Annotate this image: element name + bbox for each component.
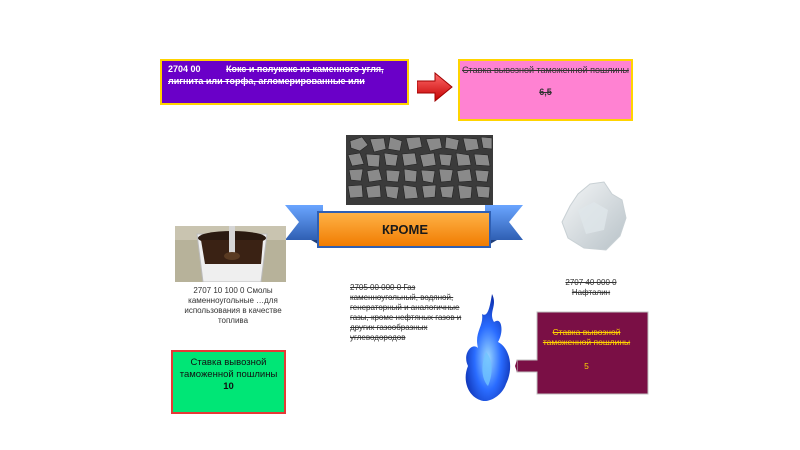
coal-tar-bucket-image bbox=[175, 226, 286, 282]
rate-value: 10 bbox=[223, 381, 234, 392]
rate-value: 6,5 bbox=[539, 87, 552, 97]
coal-gas-description: 2705 00 000 0 Газ каменноугольный, водян… bbox=[350, 283, 462, 342]
right-arrow-icon bbox=[417, 72, 453, 102]
naphthalene-crystal-image bbox=[561, 181, 627, 251]
except-banner-label: КРОМЕ bbox=[381, 222, 429, 237]
rate-value: 5 bbox=[584, 361, 589, 371]
naphthalene-label: 2707 40 000 0 Нафталин bbox=[553, 278, 629, 298]
naphthalene-name: Нафталин bbox=[571, 288, 611, 297]
naphthalene-rate-callout bbox=[515, 311, 649, 395]
coke-code: 2704 00 bbox=[168, 64, 201, 74]
rate-label: Ставка вывозной таможенной пошлины bbox=[179, 357, 278, 380]
coal-tar-caption: 2707 10 100 0 Смолы каменноугольные …для… bbox=[184, 286, 282, 325]
blue-flame-image bbox=[465, 294, 511, 402]
export-duty-rate-box-naphthalene: Ставка вывозной таможенной пошлины 5 bbox=[535, 327, 638, 371]
export-duty-rate-box-top: Ставка вывозной таможенной пошлины 6,5 bbox=[458, 59, 633, 121]
rate-label: Ставка вывозной таможенной пошлины bbox=[462, 65, 629, 75]
naphthalene-code: 2707 40 000 0 bbox=[565, 278, 617, 287]
coke-text: Кокс и полукокс из каменного угля, лигни… bbox=[168, 64, 384, 86]
export-duty-rate-box-tar: Ставка вывозной таможенной пошлины 10 bbox=[171, 350, 286, 414]
rate-label: Ставка вывозной таможенной пошлины bbox=[542, 327, 631, 347]
except-banner bbox=[285, 205, 523, 248]
coal-image bbox=[346, 135, 493, 205]
